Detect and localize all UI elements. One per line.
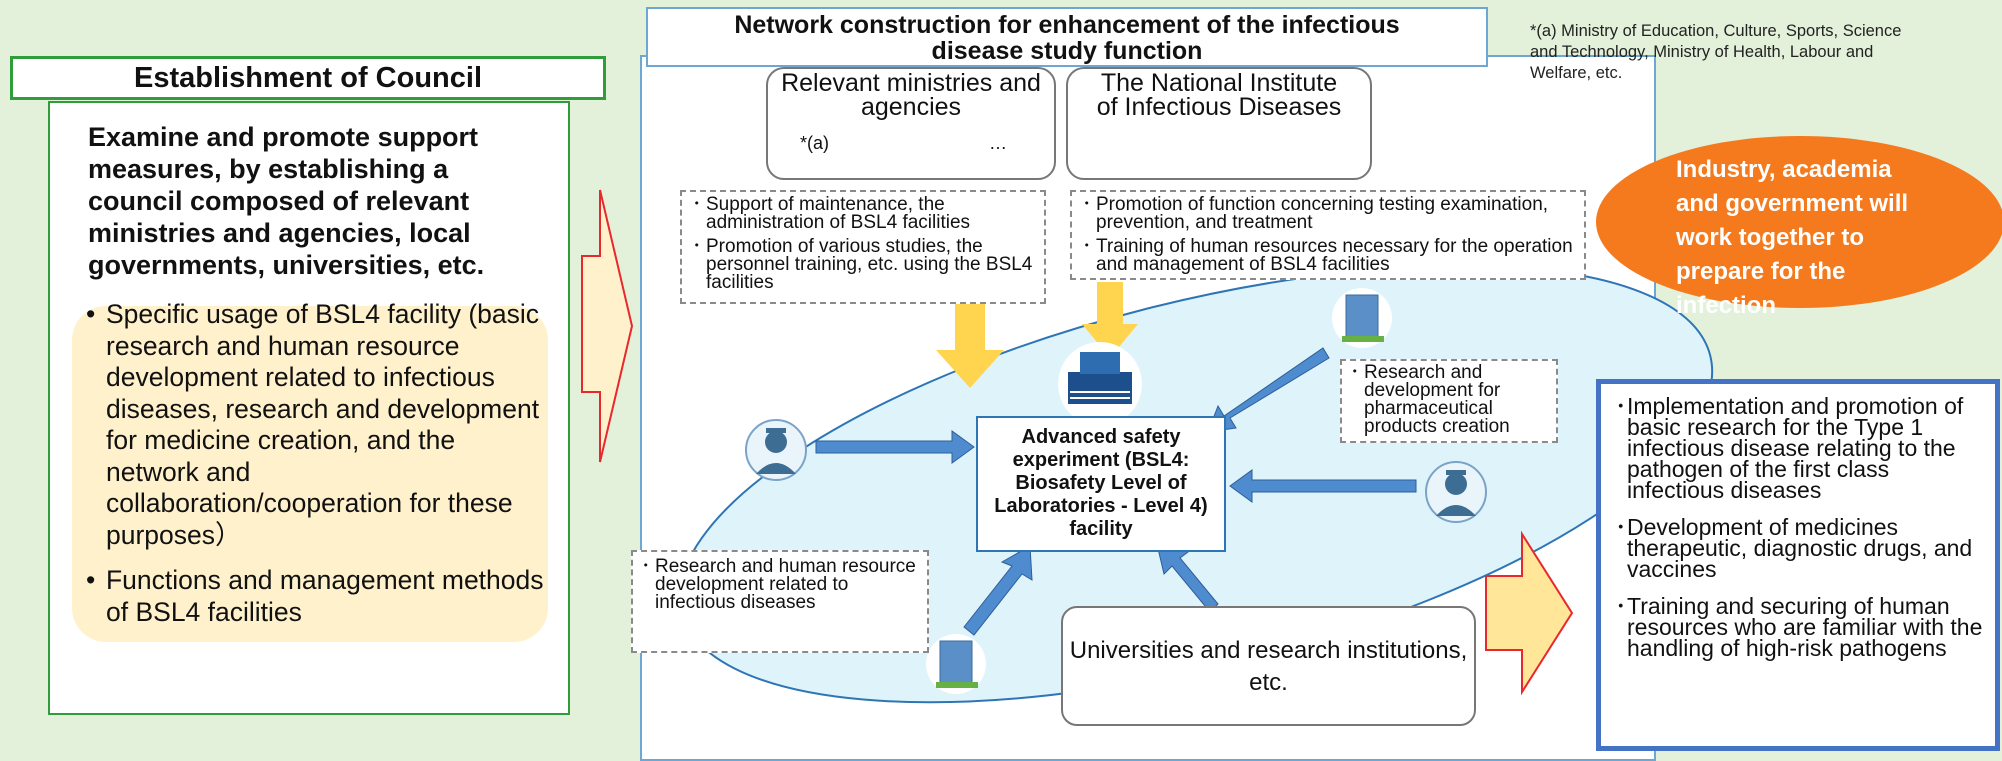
lower-building-arrow	[963, 545, 1033, 636]
ministries-title: Relevant ministries and agencies	[768, 69, 1054, 121]
support-item: Support of maintenance, the administrati…	[692, 195, 1038, 232]
network-title: Network construction for enhancement of …	[646, 7, 1488, 67]
network-to-outcomes-arrow	[1485, 530, 1574, 696]
council-bullet: Functions and management methods of BSL4…	[86, 565, 548, 628]
council-to-network-arrow	[581, 189, 634, 463]
network-title-line: Network construction for enhancement of …	[734, 11, 1400, 39]
promotion-item: Training of human resources necessary fo…	[1082, 237, 1578, 274]
council-title: Establishment of Council	[10, 56, 606, 100]
ellipsis: …	[989, 133, 1007, 153]
council-lead-text: Examine and promote support measures, by…	[88, 122, 485, 280]
council-bullet: Specific usage of BSL4 facility (basic r…	[86, 299, 548, 551]
ministries-title-line: agencies	[860, 93, 962, 121]
network-title-line: disease study function	[931, 37, 1203, 65]
industry-ellipse	[1596, 136, 2002, 308]
niid-title-line: of Infectious Diseases	[1096, 93, 1342, 121]
pharma-research-box: Research and development for pharmaceuti…	[1340, 359, 1558, 443]
bsl4-facility-box: Advanced safety experiment (BSL4: Biosaf…	[976, 416, 1226, 552]
right-researcher-arrow	[1229, 469, 1417, 503]
outcomes-box: Implementation and promotion of basic re…	[1596, 379, 2000, 751]
outcome-item: Training and securing of human resources…	[1615, 595, 1991, 660]
office-building-icon	[926, 634, 986, 694]
pharma-research-text: Research and development for pharmaceuti…	[1350, 363, 1552, 436]
ministries-title-line: Relevant ministries and	[781, 69, 1041, 97]
ministries-down-arrow	[936, 302, 1004, 388]
bsl4-building-icon	[1058, 342, 1142, 426]
universities-box: Universities and research institutions, …	[1061, 606, 1476, 726]
niid-title-line: The National Institute	[1100, 69, 1338, 97]
promotion-item: Promotion of function concerning testing…	[1082, 195, 1578, 232]
researcher-icon	[1425, 461, 1487, 523]
support-item: Promotion of various studies, the person…	[692, 237, 1038, 292]
research-hr-box: Research and human resource development …	[631, 550, 929, 653]
niid-title: The National Institute of Infectious Dis…	[1068, 69, 1370, 121]
outcome-item: Development of medicines therapeutic, di…	[1615, 516, 1991, 581]
note-reference: *(a)	[800, 133, 830, 153]
left-researcher-arrow	[815, 430, 975, 464]
niid-down-arrow	[1082, 282, 1138, 358]
research-hr-text: Research and human resource development …	[641, 557, 923, 612]
niid-box: The National Institute of Infectious Dis…	[1066, 67, 1372, 180]
ministries-support-box: Support of maintenance, the administrati…	[680, 190, 1046, 304]
researcher-icon	[745, 419, 807, 481]
niid-promotion-box: Promotion of function concerning testing…	[1070, 190, 1586, 280]
university-arrow	[1155, 539, 1219, 613]
industry-note: Industry, academia and government will w…	[1676, 156, 1909, 319]
council-bullet-list: Specific usage of BSL4 facility (basic r…	[86, 299, 548, 628]
outcome-item: Implementation and promotion of basic re…	[1615, 395, 1991, 502]
ministries-box: Relevant ministries and agencies	[766, 67, 1056, 180]
ministry-footnote: *(a) Ministry of Education, Culture, Spo…	[1530, 22, 1902, 82]
office-building-icon	[1332, 288, 1392, 348]
